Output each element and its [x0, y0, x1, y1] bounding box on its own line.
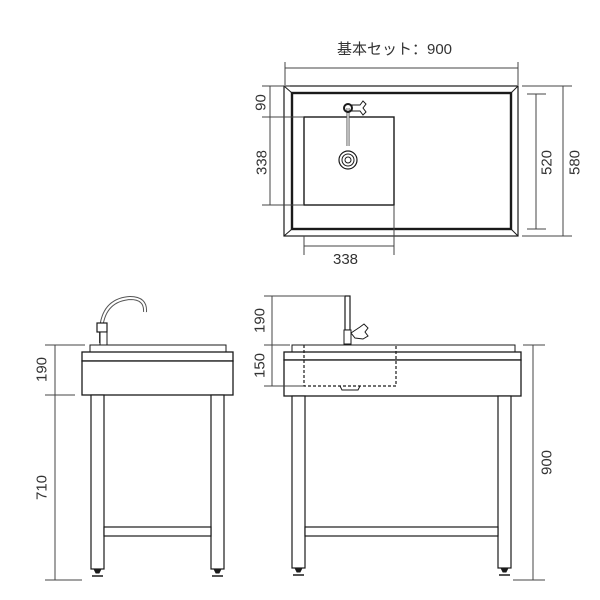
leg-height-dim: 710: [33, 474, 51, 501]
front-faucet-height-dim: 190: [251, 307, 269, 334]
overall-height-dim: 900: [538, 449, 556, 476]
drain-icon: [338, 150, 358, 170]
faucet-side-icon: [96, 295, 148, 347]
bowl-depth-dim: 338: [253, 149, 271, 176]
bowl-height-dim: 150: [251, 352, 269, 379]
top-view: [262, 62, 572, 255]
side-faucet-height-dim: 190: [33, 356, 51, 383]
faucet-offset-dim: 90: [252, 94, 270, 111]
faucet-top-icon: [343, 100, 367, 146]
side-view: [45, 295, 234, 581]
overall-depth-dim: 580: [566, 149, 584, 176]
overall-width-label: 基本セット：900: [337, 41, 453, 58]
front-view: [264, 295, 545, 581]
inner-depth-dim: 520: [538, 149, 556, 176]
bowl-width-dim: 338: [333, 251, 359, 268]
faucet-front-icon: [343, 295, 369, 345]
